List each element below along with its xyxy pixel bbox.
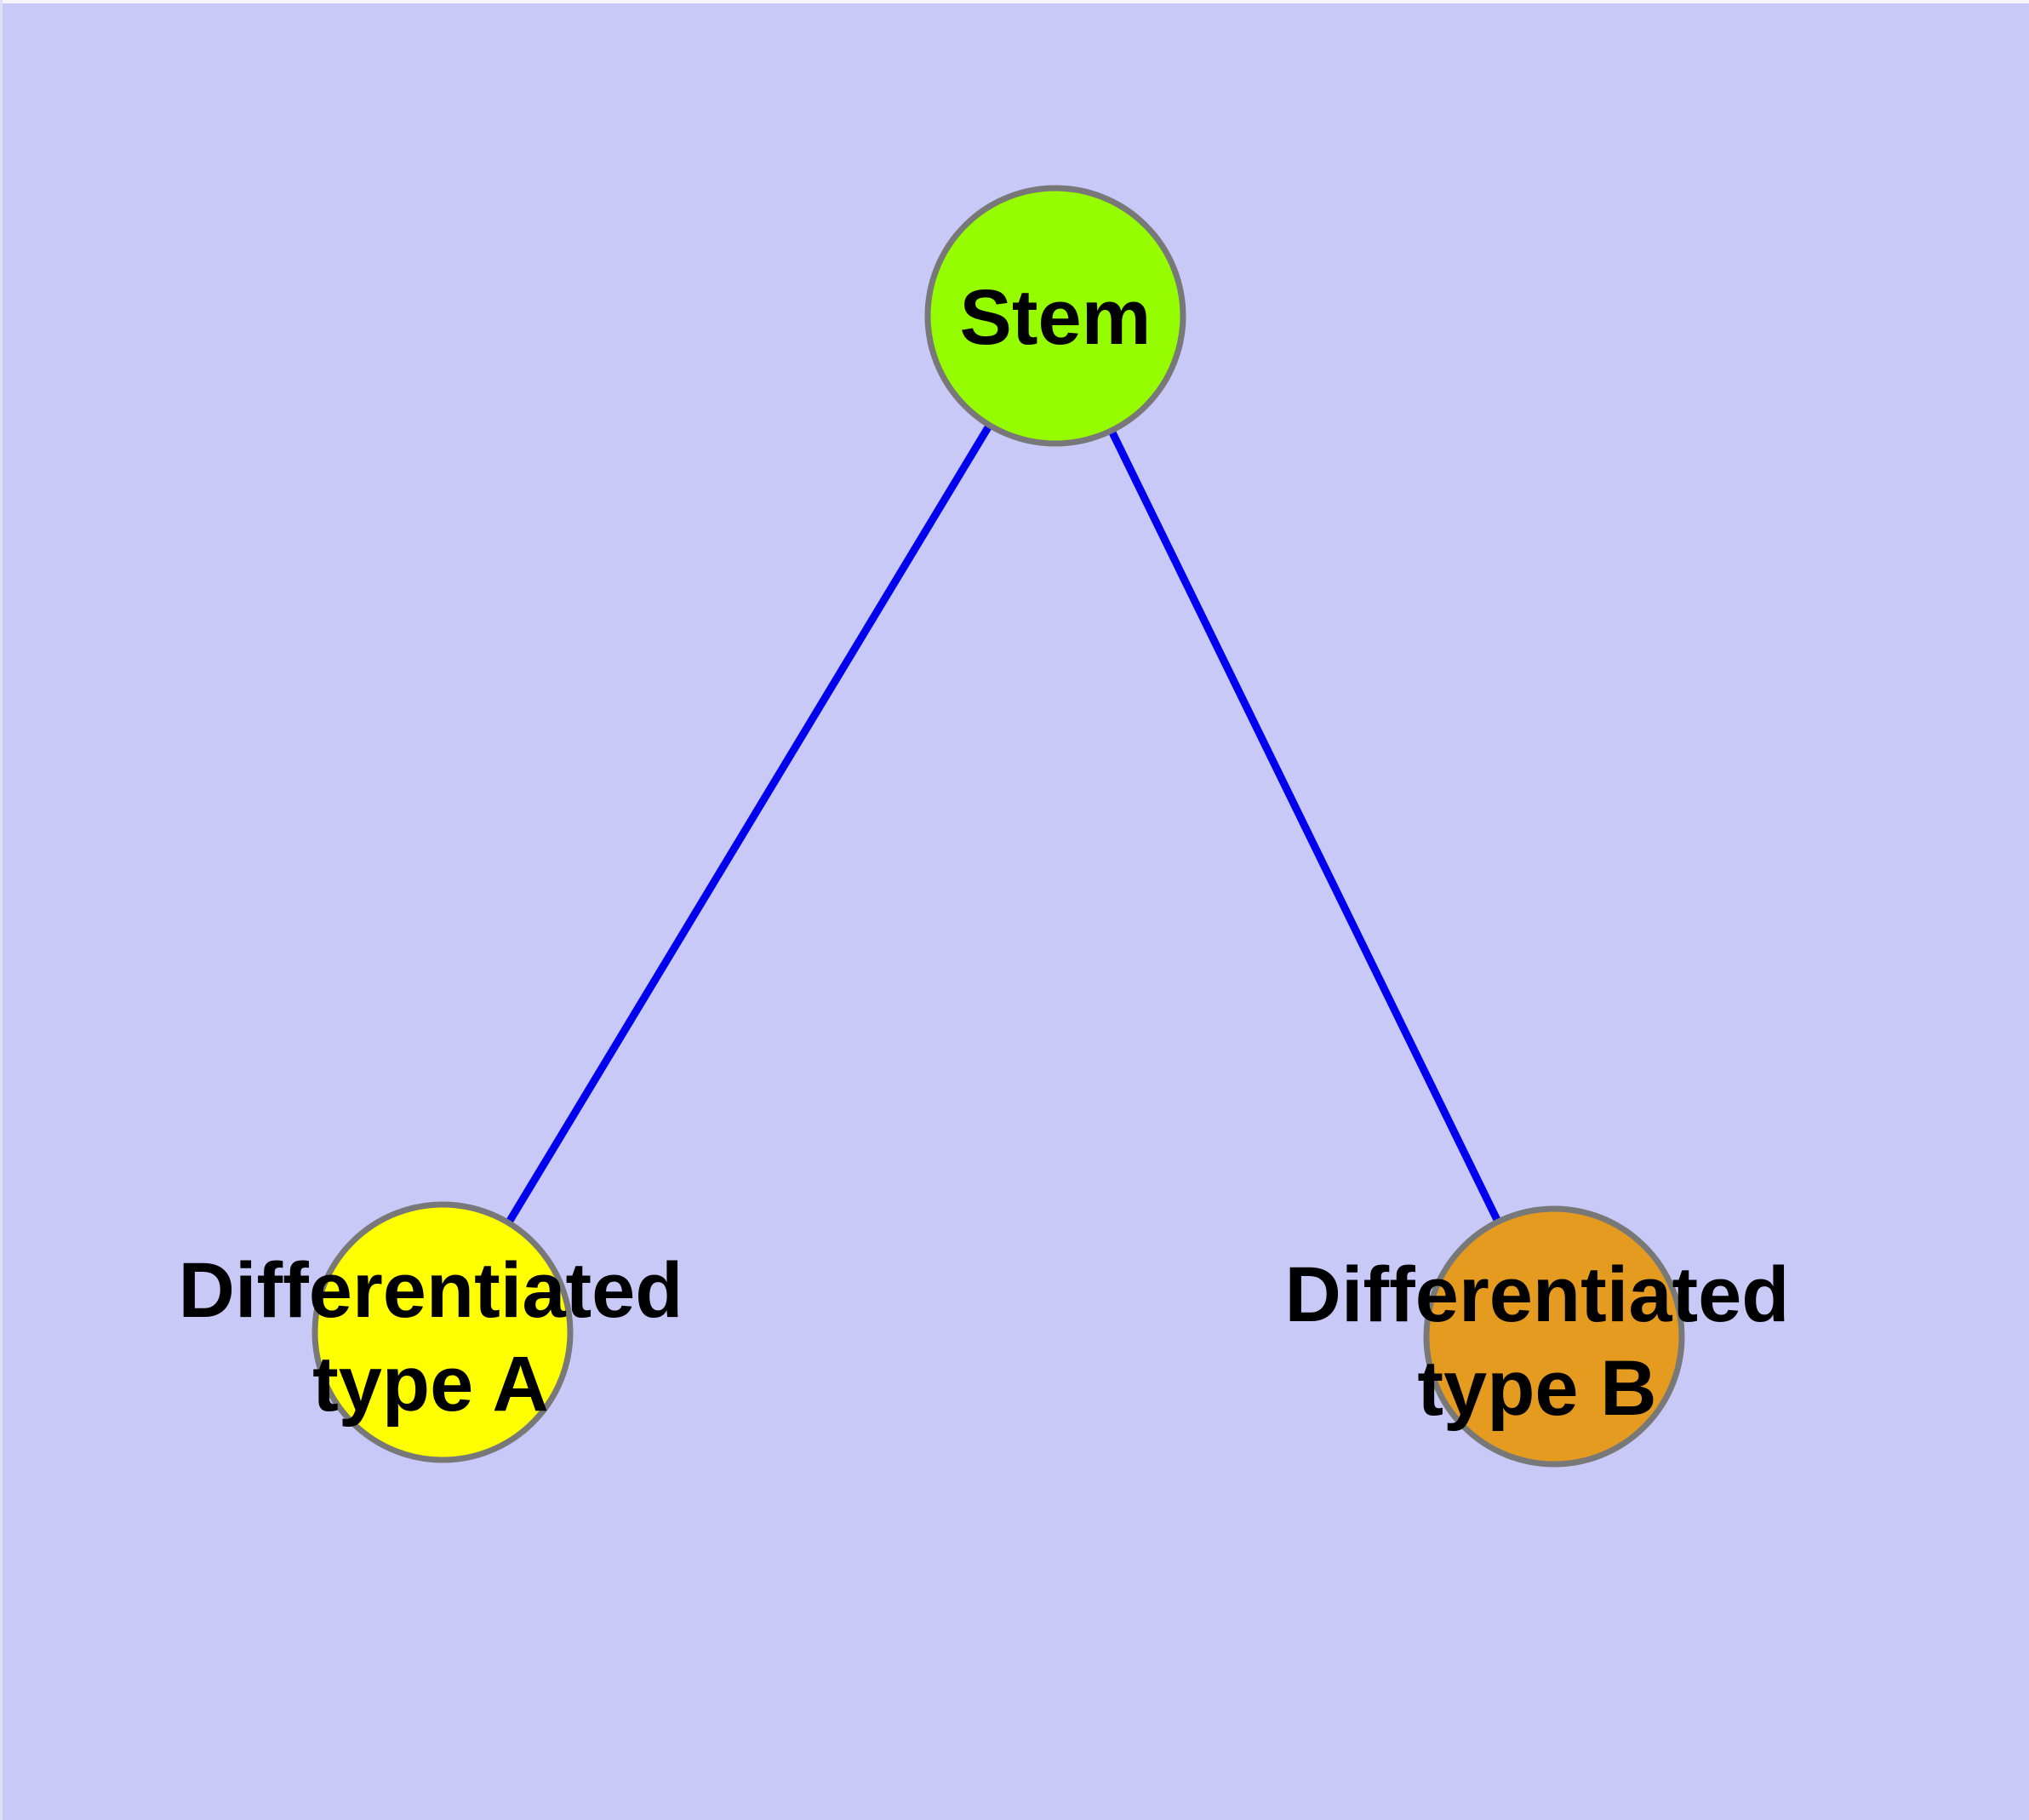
differentiated-type-b-label-line2: type B (1417, 1345, 1656, 1432)
differentiated-type-a-node[interactable] (311, 1201, 574, 1463)
differentiated-type-a-label-line1: Differentiated (179, 1247, 683, 1334)
stem-node[interactable] (924, 185, 1186, 447)
differentiated-type-a-label-line2: type A (312, 1341, 549, 1428)
stem-node-label: Stem (960, 274, 1152, 361)
differentiated-type-b-label-line1: Differentiated (1285, 1251, 1790, 1338)
edge-stem-to-type-b (1051, 314, 1558, 1338)
edge-stem-to-type-a (439, 313, 1059, 1335)
window-top-edge (0, 0, 2029, 3)
differentiated-type-b-node[interactable] (1423, 1205, 1685, 1468)
window-left-edge (0, 0, 3, 1820)
